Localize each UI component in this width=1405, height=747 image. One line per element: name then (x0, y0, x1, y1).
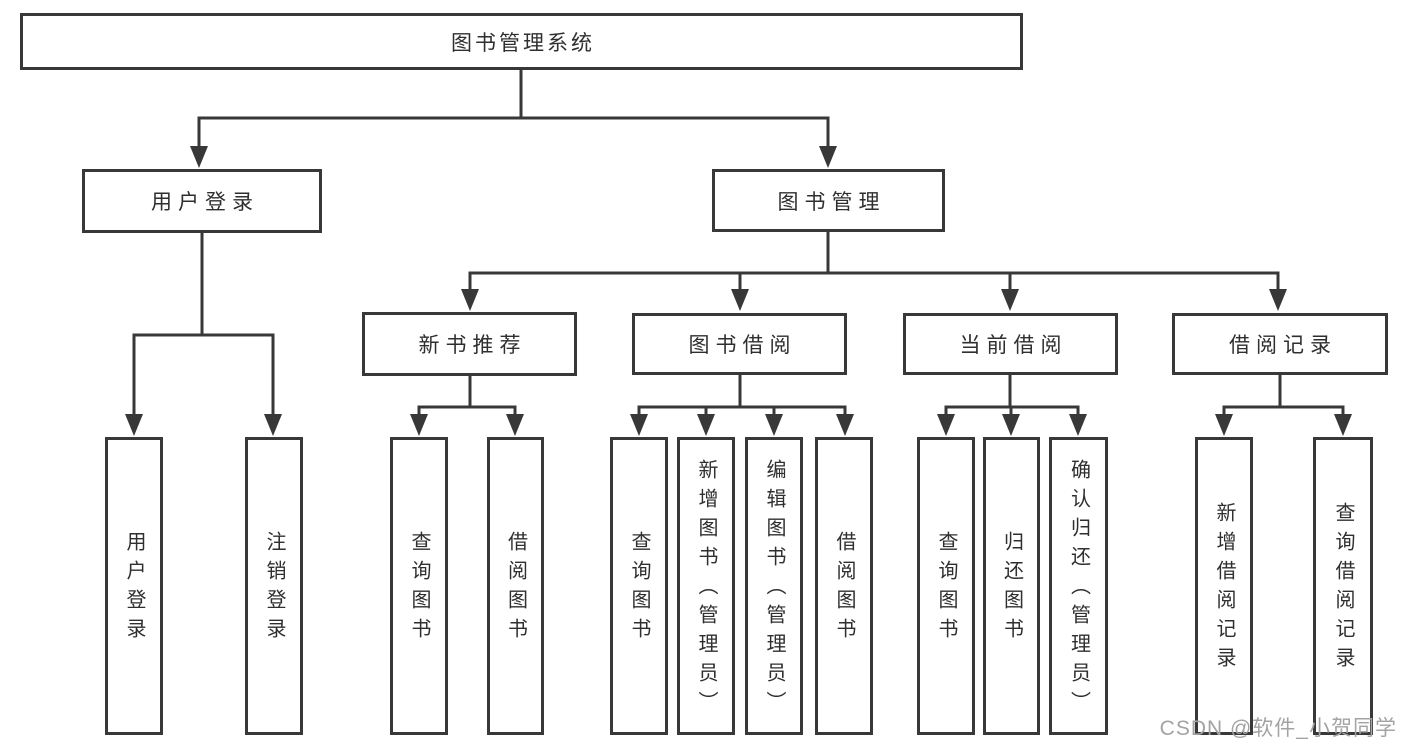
node-borrow-records: 借阅记录 (1172, 313, 1388, 375)
node-current-borrow: 当前借阅 (903, 313, 1118, 375)
node-user-login-branch: 用户登录 (82, 169, 322, 233)
connector-root-to-level2 (190, 70, 837, 168)
leaf-query-books-recommend: 查询图书 (390, 437, 448, 735)
leaf-query-borrow-record: 查询借阅记录 (1313, 437, 1373, 735)
leaf-add-books-admin: 新增图书（管理员） (677, 437, 735, 735)
node-new-book-recommend: 新书推荐 (362, 312, 577, 376)
leaf-borrow-books-recommend: 借阅图书 (487, 437, 544, 735)
leaf-add-borrow-record: 新增借阅记录 (1195, 437, 1253, 735)
connector-new-book-recommend (410, 376, 524, 436)
connector-book-borrow (630, 375, 854, 436)
connector-user-login-branch (125, 233, 282, 436)
connector-current-borrow (937, 375, 1087, 436)
leaf-user-login: 用户登录 (105, 437, 163, 735)
connector-borrow-records (1215, 375, 1352, 436)
leaf-logout: 注销登录 (245, 437, 303, 735)
leaf-return-books: 归还图书 (983, 437, 1040, 735)
csdn-watermark: CSDN @软件_小贺同学 (1159, 717, 1397, 740)
node-book-management: 图书管理 (712, 169, 945, 232)
connector-book-management-to-level3 (461, 232, 1287, 311)
leaf-query-books-current: 查询图书 (917, 437, 975, 735)
node-book-borrow: 图书借阅 (632, 313, 847, 375)
node-library-management-system: 图书管理系统 (20, 13, 1023, 70)
leaf-confirm-return-admin: 确认归还（管理员） (1049, 437, 1108, 735)
leaf-edit-books-admin: 编辑图书（管理员） (745, 437, 803, 735)
leaf-query-books-borrow: 查询图书 (610, 437, 668, 735)
leaf-borrow-books: 借阅图书 (815, 437, 873, 735)
